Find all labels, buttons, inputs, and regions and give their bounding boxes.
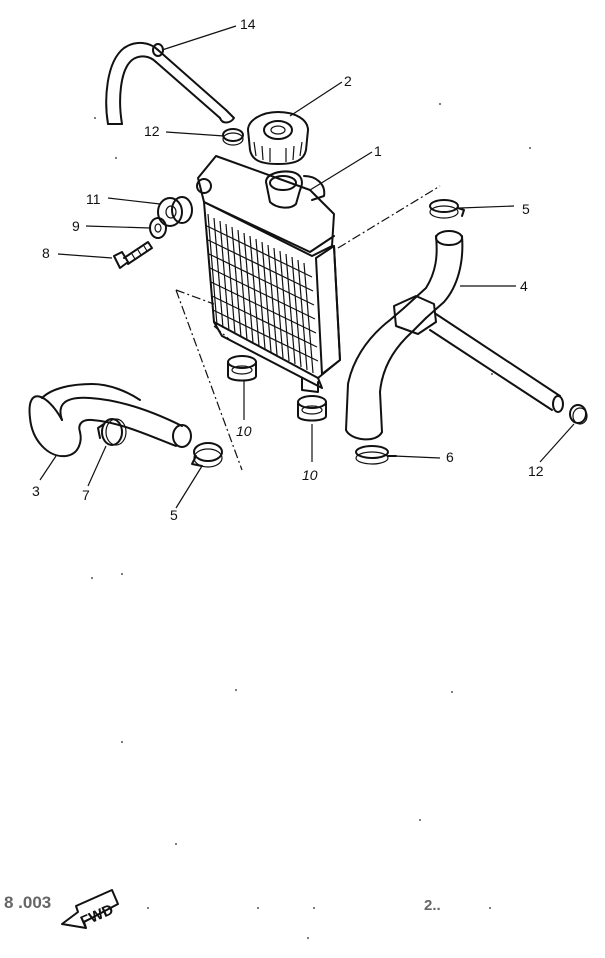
bolt-8 [113,241,153,269]
callout-7: 7 [82,487,90,503]
hose-clamp-12-upper [222,128,244,146]
callout-1: 1 [374,143,382,159]
callout-14: 14 [240,16,256,32]
callout-10-right: 10 [302,467,318,483]
footer-left-code: 8 .003 [4,893,51,912]
hose-clamp-6 [355,445,397,465]
callout-5-upper: 5 [522,201,530,217]
scan-specks [91,103,531,939]
hose-clamp-7 [97,418,127,446]
callout-12-lower: 12 [528,463,544,479]
assembly-line-right [337,185,441,249]
fwd-arrow-icon: FWD [61,889,119,930]
footer-right-code: 2.. [424,897,441,914]
callout-10-left: 10 [236,423,252,439]
grommet-10-left [227,355,257,382]
overflow-hose-14 [105,42,235,125]
hose-clamp-5-lower [191,442,223,468]
callout-12-upper: 12 [144,123,160,139]
callout-6: 6 [446,449,454,465]
hose-clamp-5-upper [429,199,465,219]
callout-5-lower: 5 [170,507,178,523]
callout-3: 3 [32,483,40,499]
callout-11: 11 [86,191,101,207]
radiator-hose-3 [28,383,192,458]
callout-9: 9 [72,218,80,234]
grommet-11 [157,196,193,227]
leader-lines [39,25,575,509]
callout-8: 8 [42,245,50,261]
callout-4: 4 [520,278,528,294]
assembly-line-left [175,289,243,471]
washer-9 [149,217,167,239]
fwd-label: FWD [78,901,116,930]
radiator-cap-2 [247,111,309,165]
callout-2: 2 [344,73,352,89]
grommet-10-right [297,395,327,422]
radiator-hose-4 [345,230,564,441]
radiator-1 [196,155,341,393]
hose-clamp-12-lower [569,404,588,425]
